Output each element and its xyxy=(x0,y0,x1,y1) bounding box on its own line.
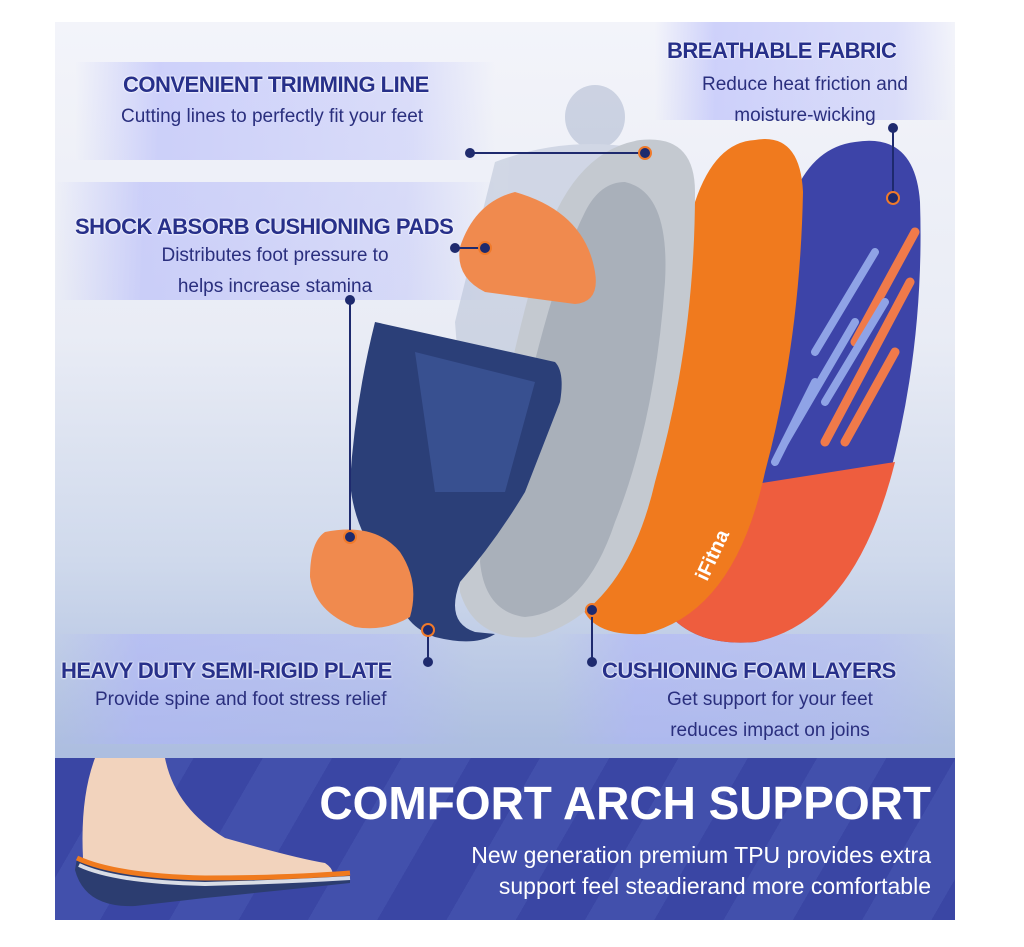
callout-band xyxy=(655,22,955,120)
heel-cushion-pad xyxy=(310,529,414,629)
breathable-subtitle: Reduce heat friction and moisture-wickin… xyxy=(685,69,925,131)
callout-band xyxy=(55,182,495,300)
forefoot-cushion-pad xyxy=(459,192,596,304)
trimming-subtitle: Cutting lines to perfectly fit your feet xyxy=(121,106,424,127)
banner-subtitle: New generation premium TPU provides extr… xyxy=(471,840,931,902)
breathable-subtitle-line: moisture-wicking xyxy=(734,105,876,126)
breathable-subtitle-line: Reduce heat friction and xyxy=(702,74,908,95)
banner-subtitle-line: support feel steadierand more comfortabl… xyxy=(498,873,931,899)
callout-band xyxy=(55,634,475,744)
callout-band xyxy=(75,62,495,160)
insole-layers-illustration: iFitna xyxy=(310,85,921,667)
foot-on-insole-image xyxy=(75,758,351,907)
foam-title: CUSHIONING FOAM LAYERS xyxy=(602,658,896,683)
trimming-title: CONVENIENT TRIMMING LINE xyxy=(123,72,429,97)
foam-subtitle-line: Get support for your feet xyxy=(667,689,873,710)
shock-subtitle-line: helps increase stamina xyxy=(177,276,373,297)
banner-title: COMFORT ARCH SUPPORT xyxy=(319,777,931,829)
callout-band xyxy=(555,634,955,744)
shock-title: SHOCK ABSORB CUSHIONING PADS xyxy=(75,214,454,239)
foam-subtitle: Get support for your feet reduces impact… xyxy=(640,684,900,746)
plate-title: HEAVY DUTY SEMI-RIGID PLATE xyxy=(61,658,392,683)
plate-subtitle: Provide spine and foot stress relief xyxy=(95,689,387,710)
arch-support-banner: COMFORT ARCH SUPPORT New generation prem… xyxy=(55,758,955,920)
shock-subtitle: Distributes foot pressure to helps incre… xyxy=(155,240,395,302)
product-infographic: iFitna CONVENIENT TRIMMING LINE Cutting … xyxy=(55,22,955,920)
banner-subtitle-line: New generation premium TPU provides extr… xyxy=(471,842,931,868)
shock-subtitle-line: Distributes foot pressure to xyxy=(161,245,389,266)
callout-connectors xyxy=(343,123,900,667)
fabric-stripes xyxy=(820,227,920,447)
breathable-title: BREATHABLE FABRIC xyxy=(667,38,897,63)
foam-subtitle-line: reduces impact on joins xyxy=(670,720,870,741)
